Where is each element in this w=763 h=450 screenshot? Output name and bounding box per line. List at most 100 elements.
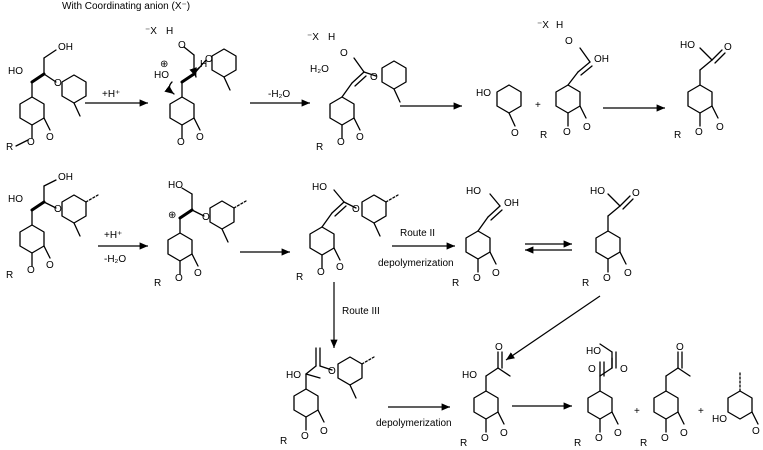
atom-label: O	[676, 342, 684, 353]
atom-label: HO	[312, 182, 327, 193]
atom-label: O	[695, 127, 703, 138]
atom-label: O	[336, 262, 344, 273]
atom-label: R	[280, 436, 287, 447]
molecule-enol-r1	[555, 47, 593, 127]
atom-label: O	[27, 137, 35, 148]
molecule-r3-3	[587, 343, 619, 433]
atom-label: O	[624, 268, 632, 279]
molecule-r2-3	[309, 189, 399, 269]
atom-label: ⊕	[168, 210, 176, 221]
molecule-r2-1	[19, 179, 99, 267]
atom-label: O	[54, 204, 62, 215]
depolymerization-label-1: depolymerization	[378, 258, 454, 269]
atom-label: O	[620, 364, 628, 375]
atom-label: O	[54, 78, 62, 89]
atom-label: HO	[586, 346, 601, 357]
molecule-r1-2	[164, 46, 237, 139]
atom-label: O	[492, 268, 500, 279]
atom-label: HO	[154, 70, 169, 81]
atom-label: O	[196, 132, 204, 143]
atom-label: H	[200, 59, 207, 70]
atom-label: O	[328, 366, 336, 377]
atom-label: O	[661, 433, 669, 444]
atom-label: O	[177, 137, 185, 148]
atom-label: O	[724, 42, 732, 53]
atom-label: O	[588, 364, 596, 375]
atom-label: H	[328, 32, 335, 43]
atom-label: O	[175, 273, 183, 284]
molecule-ketone-r2	[595, 193, 634, 273]
atom-label: R	[452, 278, 459, 289]
atom-label: HO	[8, 194, 23, 205]
atom-label: O	[46, 260, 54, 271]
atom-label: H	[166, 26, 173, 37]
atom-label: O	[473, 273, 481, 284]
molecule-r2-2	[167, 187, 247, 275]
atom-label: O	[632, 188, 640, 199]
atom-label: R	[640, 438, 647, 449]
atom-label: O	[481, 433, 489, 444]
molecule-r1-1	[15, 49, 87, 147]
molecule-r3-2	[473, 351, 511, 433]
atom-label: OH	[594, 54, 609, 65]
atom-label: O	[370, 72, 378, 83]
reagent-minus-water-2: -H₂O	[104, 254, 126, 265]
atom-label: OH	[504, 198, 519, 209]
atom-label: O	[614, 428, 622, 439]
plus-sign: +	[634, 406, 640, 417]
atom-label: R	[6, 270, 13, 281]
atom-label: H₂O	[310, 64, 329, 75]
atom-label: O	[595, 433, 603, 444]
atom-label: O	[202, 212, 210, 223]
atom-label: R	[460, 438, 467, 449]
atom-label: OH	[58, 42, 73, 53]
atom-label: HO	[466, 186, 481, 197]
atom-label: OH	[58, 172, 73, 183]
route-3-label: Route III	[342, 306, 380, 317]
atom-label: R	[540, 130, 547, 141]
plus-sign: +	[535, 100, 541, 111]
atom-label: O	[500, 428, 508, 439]
molecule-enol-r2	[465, 193, 503, 273]
atom-label: O	[565, 36, 573, 47]
atom-label: HO	[286, 370, 301, 381]
atom-label: HO	[712, 414, 727, 425]
equilibrium-arrows	[525, 240, 572, 254]
reagent-h-plus-1: +H⁺	[102, 89, 120, 100]
atom-label: HO	[476, 88, 491, 99]
atom-label: O	[563, 127, 571, 138]
atom-label: O	[194, 268, 202, 279]
atom-label: HO	[680, 40, 695, 51]
atom-label: R	[6, 142, 13, 153]
atom-label: O	[752, 426, 760, 437]
atom-label: R	[574, 438, 581, 449]
atom-label: H	[556, 20, 563, 31]
atom-label: R	[154, 278, 161, 289]
reagent-h-plus-2: +H⁺	[104, 230, 122, 241]
molecule-r3-4	[653, 351, 691, 433]
molecule-ketone-r1	[687, 47, 726, 127]
route-2-label: Route II	[400, 228, 435, 239]
atom-label: O	[178, 40, 186, 51]
scheme-title: With Coordinating anion (X⁻)	[62, 1, 190, 12]
atom-label: O	[337, 137, 345, 148]
atom-label: O	[495, 342, 503, 353]
atom-label: O	[340, 48, 348, 59]
atom-label: O	[603, 273, 611, 284]
atom-label: ⊕	[160, 59, 168, 70]
atom-label: ⁻X	[307, 32, 319, 43]
plus-sign: +	[698, 406, 704, 417]
atom-label: O	[205, 54, 213, 65]
atom-label: O	[301, 431, 309, 442]
atom-label: ⁻X	[145, 26, 157, 37]
reagent-minus-water-1: -H₂O	[268, 89, 290, 100]
atom-label: HO	[8, 66, 23, 77]
atom-label: HO	[168, 180, 183, 191]
atom-label: R	[582, 278, 589, 289]
atom-label: O	[583, 122, 591, 133]
atom-label: O	[46, 132, 54, 143]
atom-label: O	[320, 426, 328, 437]
atom-label: O	[317, 267, 325, 278]
arrow-diagonal	[505, 295, 601, 361]
